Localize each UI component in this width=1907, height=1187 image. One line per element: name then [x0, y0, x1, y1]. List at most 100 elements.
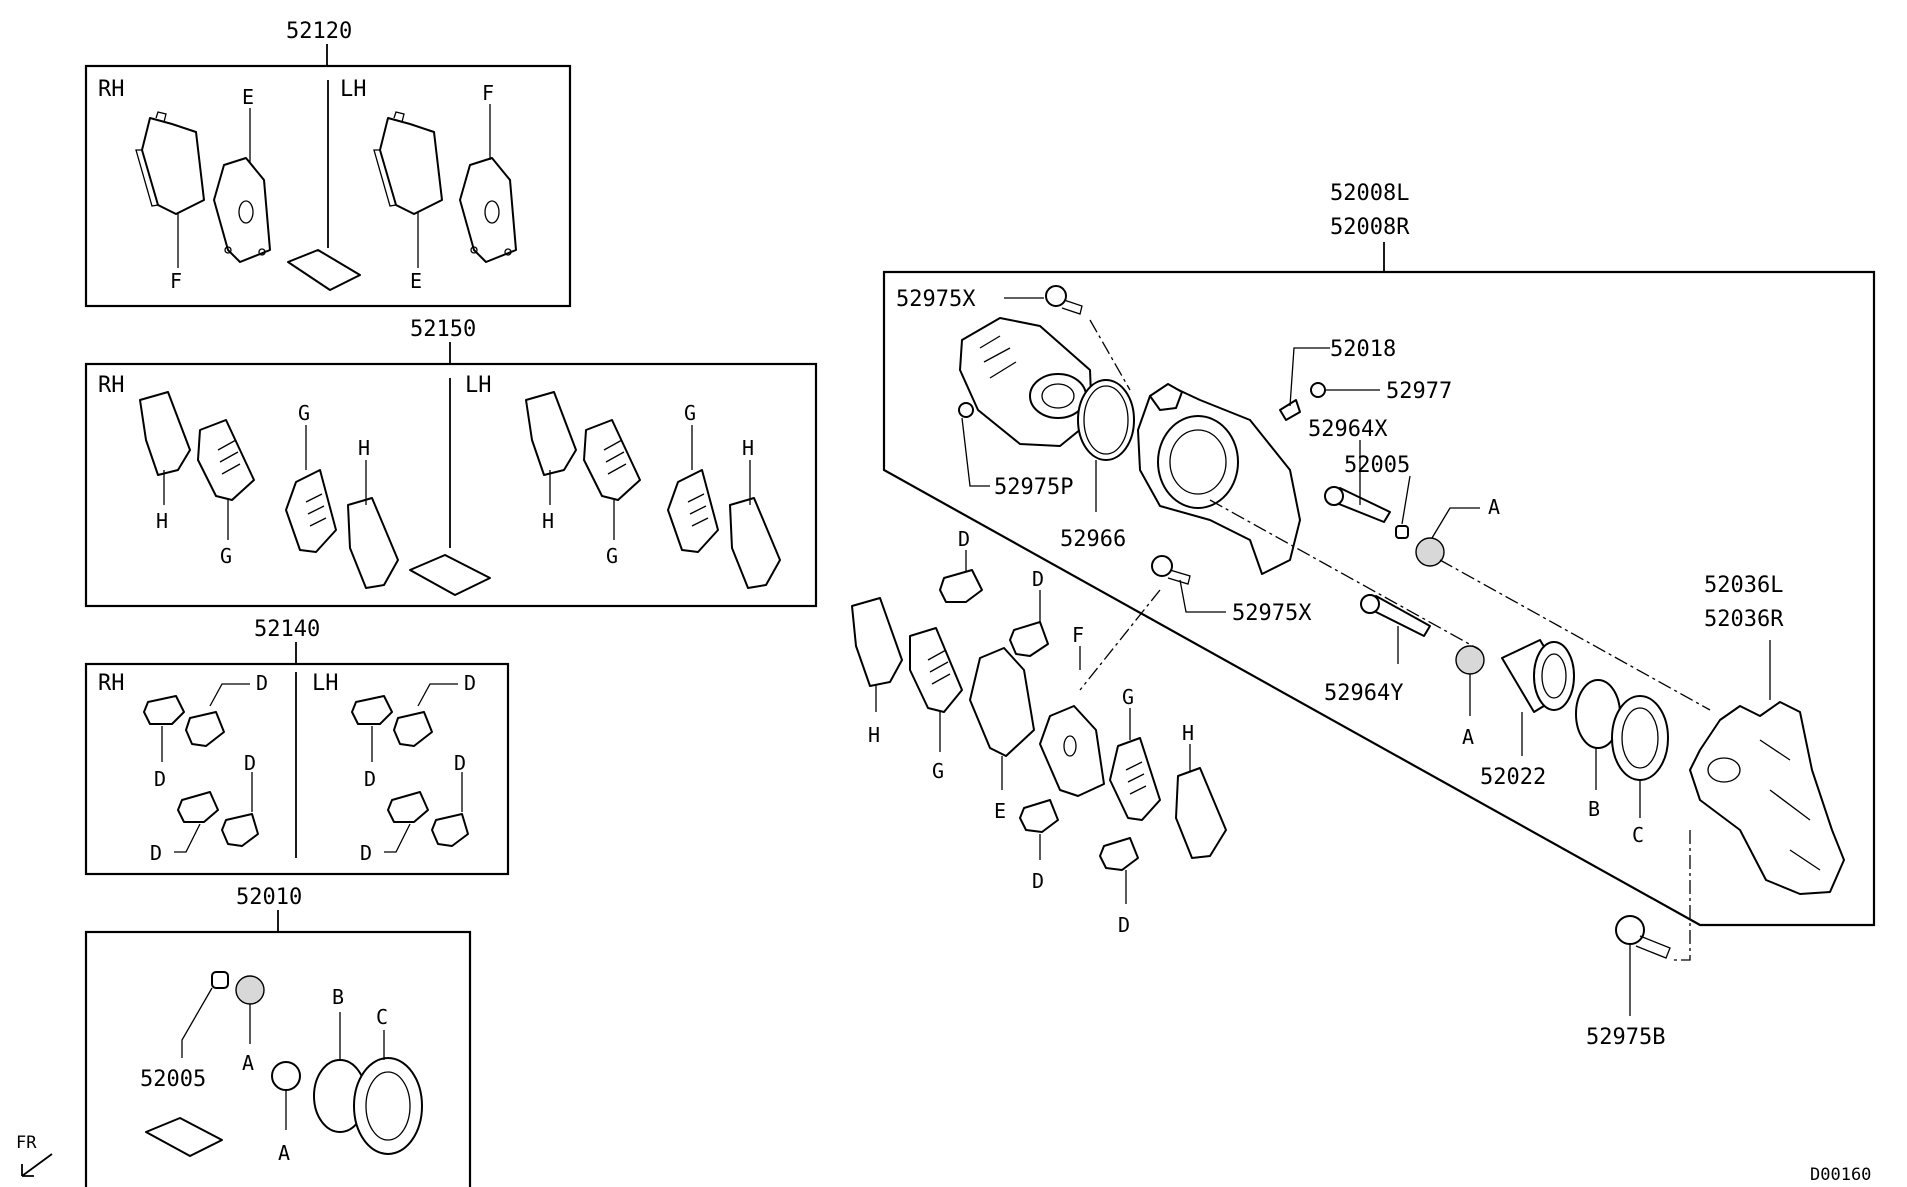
kit-brake-pads: 52120 RH LH [84, 19, 572, 308]
clip-lh-3 [387, 791, 429, 823]
callout-7: 52975P [994, 475, 1073, 500]
loose-shim-outer-2 [909, 627, 963, 713]
loose-shim-outer-1 [851, 597, 903, 687]
callout-3: 52977 [1386, 379, 1452, 404]
orientation-indicator: FR [16, 1133, 53, 1177]
kit-clips-letter-7: D [454, 751, 466, 775]
kit-pads-letter-2: F [170, 269, 182, 293]
kit-clips-part-number: 52140 [254, 617, 320, 642]
loose-letter-3: F [1072, 623, 1084, 647]
seal-boot-2 [271, 1061, 301, 1091]
callout-12: 52022 [1480, 765, 1546, 790]
kit-shims: 52150 RH LH G H H G G H H G [84, 317, 818, 608]
kit-shims-lh-label: LH [465, 373, 492, 398]
shim-lh-inner-1 [667, 469, 719, 553]
kit-seals-letter-4: C [376, 1005, 388, 1029]
bracket-bolt-52975b [1615, 915, 1671, 959]
bleeder-cap-52977 [1310, 382, 1326, 398]
bolt-52975x-upper [1045, 285, 1067, 307]
kit-shims-letter-3: H [156, 509, 168, 533]
kit-clips-letter-5: D [464, 671, 476, 695]
kit-clips-letter-1: D [256, 671, 268, 695]
kit-pads-box [84, 64, 572, 308]
loose-letter-7: G [932, 759, 944, 783]
sleeve-52005 [1395, 525, 1409, 539]
loose-letter-2: D [1032, 567, 1044, 591]
clip-rh-3 [177, 791, 219, 823]
callout-11: A [1462, 725, 1474, 749]
kit-clips-lh-label: LH [312, 671, 339, 696]
kit-shims-letter-5: G [684, 401, 696, 425]
loose-letter-6: H [868, 723, 880, 747]
kit-seals: 52010 52005 A A B C [84, 885, 472, 1187]
clip-lh-4 [431, 813, 469, 847]
loose-pad-inner [1039, 705, 1105, 797]
kit-seals-part-number: 52010 [236, 885, 302, 910]
kit-clips-letter-6: D [364, 767, 376, 791]
bracket-part-number-r: 52036R [1704, 607, 1784, 632]
clip-lh-1 [351, 695, 393, 725]
caliper-part-number-r: 52008R [1330, 215, 1410, 240]
loose-letter-9: D [1032, 869, 1044, 893]
parking-brake-motor [959, 317, 1093, 447]
kit-clips-rh-label: RH [98, 671, 125, 696]
kit-seals-letter-2: A [278, 1141, 290, 1165]
kit-shims-letter-2: H [358, 436, 370, 460]
kit-pads-lh-label: LH [340, 77, 367, 102]
kit-shims-rh-label: RH [98, 373, 125, 398]
loose-shim-inner-2 [1175, 767, 1227, 859]
kit-clips: 52140 RH LH D D D D D D D D [84, 617, 510, 876]
shim-rh-inner-1 [285, 469, 337, 553]
kit-pads-letter-1: E [242, 85, 254, 109]
callout-4: 52964X [1308, 417, 1388, 442]
seal-grease-packet [145, 1117, 223, 1157]
caliper-bracket [1689, 701, 1845, 895]
loose-letter-4: G [1122, 685, 1134, 709]
caliper-part-number-l: 52008L [1330, 181, 1409, 206]
loose-clip-4 [1099, 837, 1139, 871]
kit-pads-rh-label: RH [98, 77, 125, 102]
piston-52022 [1501, 639, 1575, 713]
bolt-52975p [958, 402, 974, 418]
bracket-part-number-l: 52036L [1704, 573, 1783, 598]
kit-clips-box [84, 662, 510, 876]
loose-letter-8: E [994, 799, 1006, 823]
shim-lh-outer-2 [583, 419, 641, 501]
kit-pads-letter-4: E [410, 269, 422, 293]
callout-6: A [1488, 495, 1500, 519]
callout-10: 52964Y [1324, 681, 1403, 706]
kit-shims-part-number: 52150 [410, 317, 476, 342]
kit-shims-box [84, 362, 818, 608]
caliper-outline-box [882, 270, 1876, 927]
brake-pad-rh-inner [213, 157, 271, 263]
loose-clip-1 [939, 569, 983, 603]
kit-seals-letter-1: A [242, 1051, 254, 1075]
clip-rh-2 [185, 711, 225, 747]
loose-pad-outer [969, 647, 1035, 757]
callout-1: 52975X [896, 287, 976, 312]
bolt-52975x-lower [1151, 555, 1173, 577]
kit-clips-letter-4: D [150, 841, 162, 865]
grease-packet [287, 249, 361, 291]
loose-letter-10: D [1118, 913, 1130, 937]
shim-lh-inner-2 [729, 497, 781, 589]
kit-shims-letter-6: H [742, 436, 754, 460]
loose-parts: D D F G H H G E D D [851, 527, 1227, 937]
callout-13: B [1588, 797, 1600, 821]
callout-9: 52975X [1232, 601, 1312, 626]
kit-clips-letter-8: D [360, 841, 372, 865]
kit-shims-letter-7: H [542, 509, 554, 533]
forward-arrow-icon [21, 1153, 53, 1177]
callout-5: 52005 [1344, 453, 1410, 478]
kit-pads-letter-3: F [482, 81, 494, 105]
seal-sleeve [211, 971, 229, 989]
kit-seals-box [84, 930, 472, 1187]
o-ring-52966 [1077, 379, 1135, 461]
shim-lh-outer-1 [525, 391, 577, 476]
brake-pad-rh-outer [135, 111, 205, 215]
brake-pad-lh-outer [373, 111, 443, 215]
shim-rh-outer-1 [139, 391, 191, 476]
shim-rh-outer-2 [197, 419, 255, 501]
clip-rh-1 [143, 695, 185, 725]
